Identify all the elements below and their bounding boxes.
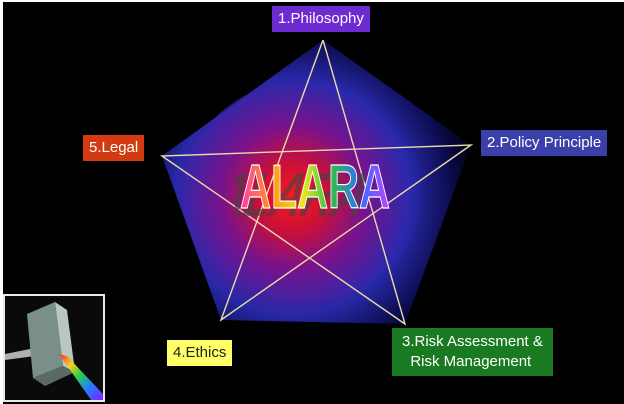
prism-icon (5, 296, 103, 400)
center-word: ALARA (240, 153, 390, 222)
node-risk-assessment: 3.Risk Assessment & Risk Management (392, 328, 553, 376)
prism-image (3, 294, 105, 402)
slide: ALARA ALARA 1.Philosophy 2.Policy Princi… (3, 2, 624, 404)
center-glow (183, 82, 423, 302)
node-policy-principle: 2.Policy Principle (481, 130, 608, 156)
star-lines (159, 39, 474, 326)
node-legal: 5.Legal (83, 135, 145, 161)
node-philosophy: 1.Philosophy (272, 6, 370, 32)
alara-logo: ALARA ALARA (235, 152, 391, 222)
pentagram-diagram (159, 39, 474, 326)
node-ethics: 4.Ethics (167, 340, 233, 366)
svg-text:ALARA: ALARA (235, 160, 384, 222)
